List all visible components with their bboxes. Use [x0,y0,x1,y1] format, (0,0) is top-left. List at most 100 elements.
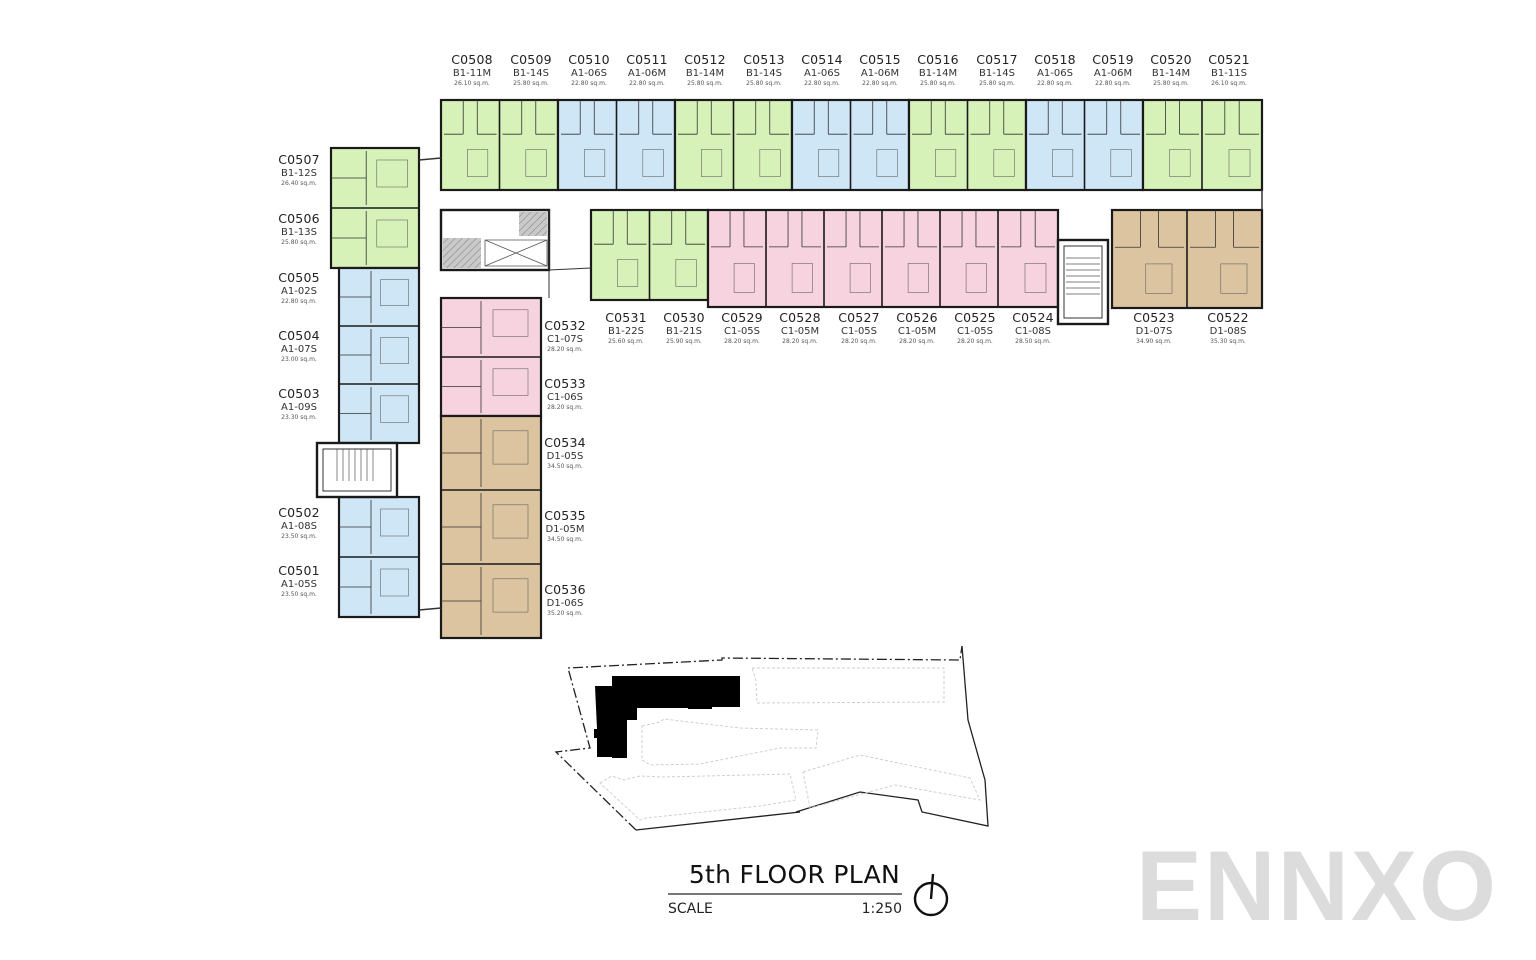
unit-code: C0529 [721,310,763,325]
unit-area: 28.20 sq.m. [724,337,760,345]
unit-blocks [329,98,1264,640]
unit-type: C1-08S [1014,325,1052,337]
unit-type: A1-06M [1093,67,1133,79]
unit-code: C0530 [663,310,705,325]
unit-type: C1-05S [956,325,994,337]
scale-row: SCALE 1:250 [668,901,902,917]
unit-code: C0517 [976,52,1018,67]
unit-type: A1-06S [571,67,607,79]
unit-area: 34.90 sq.m. [1136,337,1172,345]
circulation-cores [315,208,1110,499]
unit-code: C0502 [278,505,320,520]
unit-area: 28.20 sq.m. [957,337,993,345]
unit-code: C0536 [544,582,586,597]
unit-block-top-wing-1 [439,98,560,192]
north-arrow-icon [913,873,949,917]
unit-area: 22.80 sq.m. [804,79,840,87]
unit-area: 25.80 sq.m. [746,79,782,87]
unit-type: A1-06S [1037,67,1073,79]
unit-type: B1-14S [746,67,782,79]
unit-code: C0514 [801,52,843,67]
unit-area: 28.20 sq.m. [547,403,583,411]
unit-area: 26.40 sq.m. [281,179,317,187]
unit-block-top-wing-3 [673,98,794,192]
unit-area: 22.80 sq.m. [629,79,665,87]
unit-type: B1-14M [918,67,958,79]
unit-area: 25.80 sq.m. [1153,79,1189,87]
unit-type: C1-05M [897,325,937,337]
unit-code: C0516 [917,52,959,67]
unit-type: B1-12S [281,167,317,179]
unit-type: C1-05S [723,325,761,337]
drawing-title-block: 5th FLOOR PLAN SCALE 1:250 [668,862,902,917]
unit-type: C1-07S [546,333,584,345]
unit-code: C0509 [510,52,552,67]
unit-area: 35.20 sq.m. [547,609,583,617]
unit-block-south-d [439,414,543,640]
unit-area: 22.80 sq.m. [1095,79,1131,87]
unit-block-top-wing-7 [1141,98,1264,192]
unit-code: C0524 [1012,310,1054,325]
unit-area: 26.10 sq.m. [1211,79,1247,87]
unit-area: 22.80 sq.m. [281,297,317,305]
unit-code: C0518 [1034,52,1076,67]
watermark-logo: ENNXO [1136,830,1499,941]
unit-type: B1-21S [666,325,702,337]
unit-area: 25.80 sq.m. [979,79,1015,87]
unit-code: C0505 [278,270,320,285]
unit-area: 26.10 sq.m. [454,79,490,87]
unit-type: D1-05S [546,450,584,462]
unit-code: C0520 [1150,52,1192,67]
unit-area: 28.20 sq.m. [547,345,583,353]
unit-code: C0534 [544,435,586,450]
unit-type: B1-11S [1211,67,1247,79]
unit-type: D1-07S [1135,325,1173,337]
unit-type: C1-05S [840,325,878,337]
unit-area: 22.80 sq.m. [1037,79,1073,87]
unit-code: C0503 [278,386,320,401]
unit-type: B1-13S [281,226,317,238]
unit-code: C0532 [544,318,586,333]
unit-code: C0531 [605,310,647,325]
unit-code: C0522 [1207,310,1249,325]
unit-type: B1-14S [513,67,549,79]
drawing-title: 5th FLOOR PLAN [688,860,900,889]
unit-area: 25.80 sq.m. [513,79,549,87]
unit-type: A1-05S [281,578,317,590]
unit-code: C0527 [838,310,880,325]
scale-value: 1:250 [861,901,902,917]
unit-block-left-a-lower [337,495,421,619]
unit-block-top-wing-5 [907,98,1028,192]
unit-code: C0519 [1092,52,1134,67]
unit-area: 25.60 sq.m. [608,337,644,345]
unit-type: B1-11M [452,67,492,79]
stair-east [1056,238,1110,326]
unit-block-mid-b [589,208,710,302]
unit-code: C0526 [896,310,938,325]
unit-type: D1-06S [546,597,584,609]
lift-core [439,208,551,272]
unit-code: C0508 [451,52,493,67]
unit-area: 25.80 sq.m. [687,79,723,87]
